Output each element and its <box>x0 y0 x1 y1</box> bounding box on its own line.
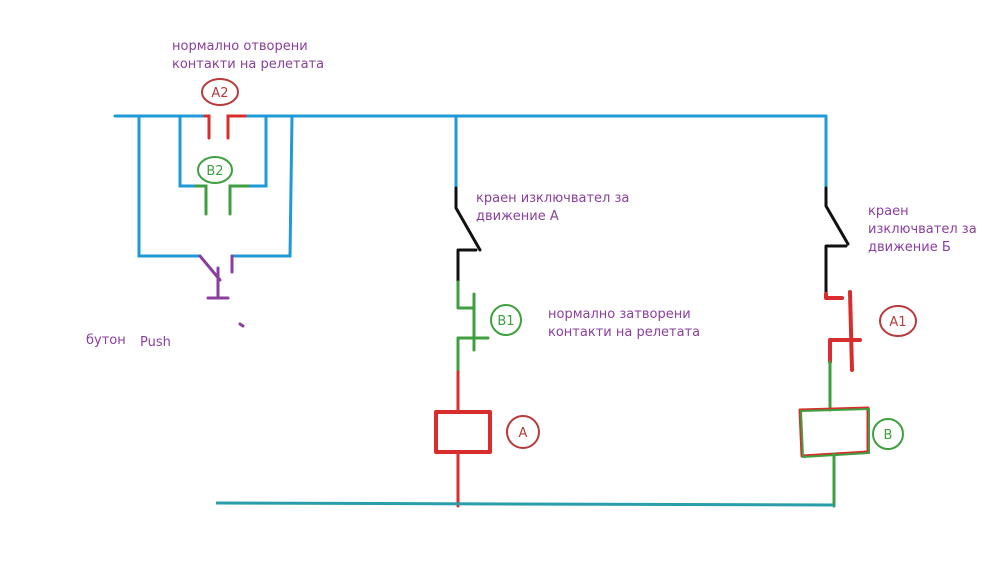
tag-a2: A2 <box>201 78 239 106</box>
tag-b1: B1 <box>490 304 522 336</box>
label-no-contacts: нормално отворени контакти на релетата <box>172 38 324 74</box>
svg-text:A: A <box>519 426 528 441</box>
label-nc-contacts-line1: нормално затворени <box>548 307 691 322</box>
label-limit-switch-b: краен изключвател за движение Б <box>868 203 977 257</box>
label-limit-a-line1: краен изключвател за <box>476 191 630 206</box>
push-button-symbol <box>198 254 245 328</box>
label-no-contacts-line2: контакти на релетата <box>172 57 325 72</box>
tag-a1: A1 <box>879 305 917 337</box>
label-limit-switch-a: краен изключвател за движение А <box>476 190 629 226</box>
svg-text:A1: A1 <box>889 315 906 330</box>
label-nc-contacts-line2: контакти на релетата <box>548 325 701 340</box>
bottom-return-line <box>215 501 835 507</box>
label-no-contacts-line1: нормално отворени <box>172 39 308 54</box>
branch-b <box>798 114 870 508</box>
contact-b2 <box>194 184 250 216</box>
tag-coil-a: A <box>506 415 540 449</box>
tag-coil-b: B <box>872 418 904 450</box>
contact-a2 <box>203 114 247 140</box>
label-button: бутон <box>86 333 126 348</box>
label-push: Push <box>140 335 171 350</box>
branch-a <box>434 114 492 508</box>
label-nc-contacts: нормално затворени контакти на релетата <box>548 306 700 342</box>
label-limit-b-line3: движение Б <box>868 240 951 255</box>
label-limit-b-line2: изключвател за <box>868 222 977 237</box>
svg-text:B: B <box>884 428 893 443</box>
tag-b2: B2 <box>197 156 233 184</box>
svg-text:A2: A2 <box>211 86 228 101</box>
label-limit-a-line2: движение А <box>476 209 559 224</box>
label-limit-b-line1: краен <box>868 204 909 219</box>
svg-text:B2: B2 <box>206 164 223 179</box>
svg-text:B1: B1 <box>497 314 514 329</box>
self-hold-block <box>137 114 294 258</box>
